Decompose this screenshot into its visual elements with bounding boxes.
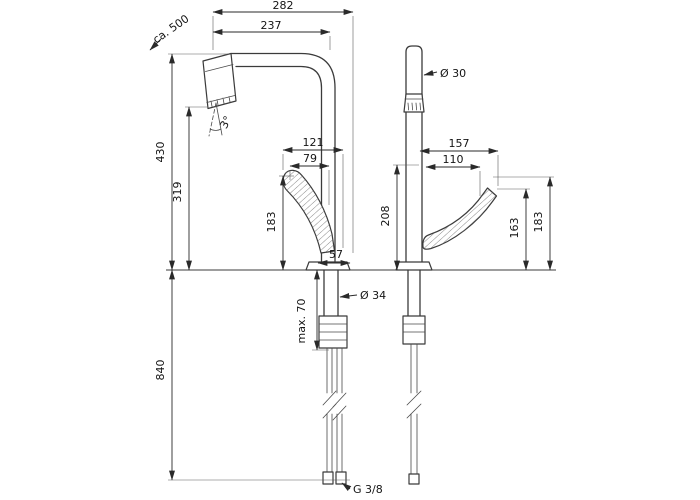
dim-d30-label: Ø 30 xyxy=(440,67,466,80)
dim-430-label: 430 xyxy=(154,142,167,163)
mounting-hardware xyxy=(402,315,426,345)
hose-fitting xyxy=(322,471,334,485)
hose-fitting xyxy=(335,471,347,485)
dim-157-label: 157 xyxy=(449,137,470,150)
dim-121-label: 121 xyxy=(303,136,324,149)
supply-hoses xyxy=(326,347,343,473)
dim-3deg-label: 3° xyxy=(217,114,234,131)
dim-79-label: 79 xyxy=(303,152,317,165)
handle-hatch xyxy=(422,188,497,250)
right-faucet xyxy=(395,45,498,485)
dim-57-label: 57 xyxy=(329,248,343,261)
dim-d34-label: Ø 34 xyxy=(360,289,386,302)
dim-183-right-label: 183 xyxy=(532,212,545,233)
dim-183-left-label: 183 xyxy=(265,212,278,233)
hose-break-marks xyxy=(406,390,422,419)
hose-fitting xyxy=(408,473,420,485)
dim-237-label: 237 xyxy=(261,19,282,32)
dim-208-label: 208 xyxy=(379,206,392,227)
hose-break-marks xyxy=(322,390,347,421)
spout xyxy=(230,52,336,263)
dim-max70-label: max. 70 xyxy=(295,299,308,344)
left-faucet xyxy=(202,52,351,485)
base-escutcheon xyxy=(395,261,433,271)
shank xyxy=(407,269,421,317)
aerator xyxy=(206,95,236,107)
column xyxy=(405,45,423,263)
dim-282-label: 282 xyxy=(273,0,294,12)
shank xyxy=(323,269,339,317)
spray-head xyxy=(202,52,237,110)
spray-joint xyxy=(403,93,425,113)
dim-g38-label: G 3/8 xyxy=(353,483,383,496)
dim-319-label: 319 xyxy=(171,182,184,203)
dim-840-label: 840 xyxy=(154,360,167,381)
supply-hose xyxy=(410,343,418,475)
aerator xyxy=(407,102,421,111)
dim-110-label: 110 xyxy=(443,153,464,166)
dim-163-label: 163 xyxy=(508,218,521,239)
handle-hatch xyxy=(283,170,335,253)
dim-ca500-label: ca. 500 xyxy=(151,12,192,46)
